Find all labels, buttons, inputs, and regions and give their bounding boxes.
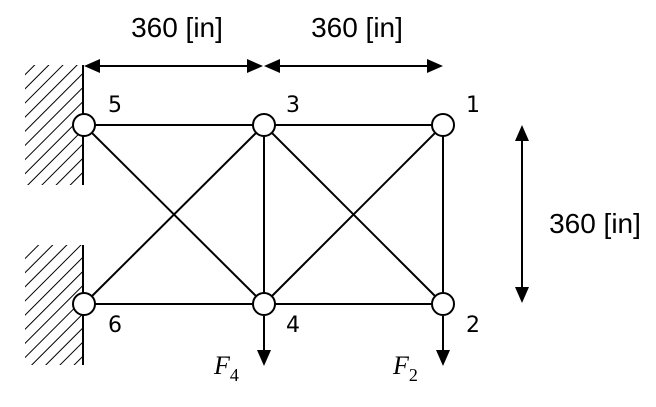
load-label-f4: F4 — [213, 351, 239, 385]
dimension-label-vertical: 360 [in] — [549, 208, 641, 239]
node-label-5: 5 — [108, 93, 122, 118]
dimension-arrow-top-right — [264, 59, 443, 73]
load-label-f2: F2 — [392, 351, 418, 385]
load-symbol-f2: F — [392, 351, 410, 380]
member-6-3 — [83, 124, 265, 305]
dimension-arrow-top-left — [84, 59, 263, 73]
dimension-arrow-vertical — [515, 125, 529, 303]
dimension-label-top-left: 360 [in] — [131, 12, 223, 43]
node-label-4: 4 — [286, 313, 300, 338]
node-label-3: 3 — [286, 93, 300, 118]
node-1 — [431, 113, 455, 137]
node-6 — [72, 292, 96, 316]
node-label-6: 6 — [108, 313, 122, 338]
dimension-label-top-right: 360 [in] — [311, 12, 403, 43]
truss-members — [83, 124, 444, 305]
load-subscript-f2: 2 — [409, 365, 418, 385]
truss-nodes — [72, 113, 455, 316]
load-arrow-f2 — [436, 316, 450, 366]
node-4 — [252, 292, 276, 316]
node-2 — [431, 292, 455, 316]
node-label-1: 1 — [466, 93, 480, 118]
node-label-2: 2 — [466, 313, 480, 338]
load-arrow-f4 — [257, 316, 271, 366]
node-5 — [72, 113, 96, 137]
member-4-1 — [263, 124, 444, 305]
node-3 — [252, 113, 276, 137]
load-subscript-f4: 4 — [230, 365, 239, 385]
load-symbol-f4: F — [213, 351, 231, 380]
